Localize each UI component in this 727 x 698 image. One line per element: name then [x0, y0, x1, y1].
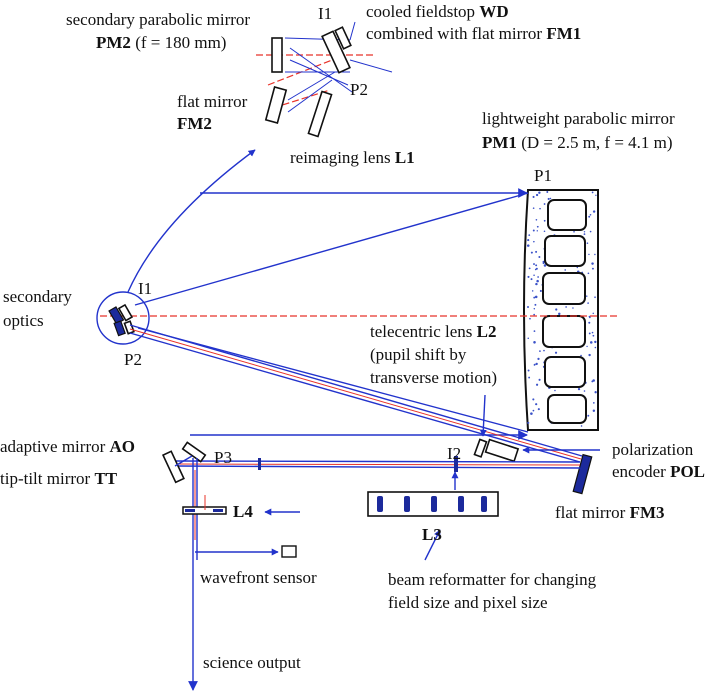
label-pol-line2: encoder POL [612, 462, 705, 481]
label-reformatter-1: beam reformatter for changing [388, 570, 597, 589]
label-p3: P3 [214, 448, 232, 467]
label-p1: P1 [534, 166, 552, 185]
beam-reformatter-l3 [367, 491, 499, 561]
label-pm1-spec: PM1 (D = 2.5 m, f = 4.1 m) [482, 133, 673, 152]
label-fm3: flat mirror FM3 [555, 503, 665, 522]
tip-tilt-mirror-tt [161, 450, 185, 484]
label-pm2-title: secondary parabolic mirror [66, 10, 250, 29]
incoming-beam-rays [100, 188, 620, 440]
adaptive-mirror-ao [181, 441, 207, 463]
label-wavefront-sensor: wavefront sensor [200, 568, 317, 587]
telecentric-lens-l2 [473, 394, 488, 458]
label-l2-line3: transverse motion) [370, 368, 497, 387]
label-reformatter-2: field size and pixel size [388, 593, 548, 612]
label-p2-top: P2 [350, 80, 368, 99]
flat-mirror-fm3 [572, 453, 593, 495]
label-l3: L3 [422, 525, 442, 544]
label-l1: reimaging lens L1 [290, 148, 415, 167]
wavefront-sensor [195, 495, 297, 558]
label-pm2-spec: PM2 (f = 180 mm) [96, 33, 226, 52]
label-secondary-optics-1: secondary [3, 287, 72, 306]
polarization-encoder-pol [484, 438, 600, 463]
zoomed-secondary-optics [256, 21, 393, 138]
label-ao: adaptive mirror AO [0, 437, 135, 456]
label-science-output: science output [203, 653, 301, 672]
label-secondary-optics-2: optics [3, 311, 44, 330]
label-pm1-title: lightweight parabolic mirror [482, 109, 675, 128]
label-pol-line1: polarization [612, 440, 694, 459]
science-beam-path [174, 455, 198, 691]
label-l2-line2: (pupil shift by [370, 345, 467, 364]
label-l4: L4 [233, 502, 253, 521]
label-i1-mid: I1 [138, 279, 152, 298]
label-l2-line1: telecentric lens L2 [370, 322, 497, 341]
label-fieldstop: cooled fieldstop WD [366, 2, 509, 21]
label-tt: tip-tilt mirror TT [0, 469, 118, 488]
label-i1-top: I1 [318, 4, 332, 23]
label-fm2: FM2 [177, 114, 212, 133]
label-i2: I2 [447, 444, 461, 463]
primary-mirror-pm1 [523, 189, 599, 431]
label-p2-mid: P2 [124, 350, 142, 369]
label-fm2-title: flat mirror [177, 92, 248, 111]
beam-fm3-to-tt [174, 456, 581, 472]
secondary-optics-assembly [96, 149, 256, 345]
beam-to-fm3 [129, 324, 583, 463]
label-fm1: combined with flat mirror FM1 [366, 24, 581, 43]
